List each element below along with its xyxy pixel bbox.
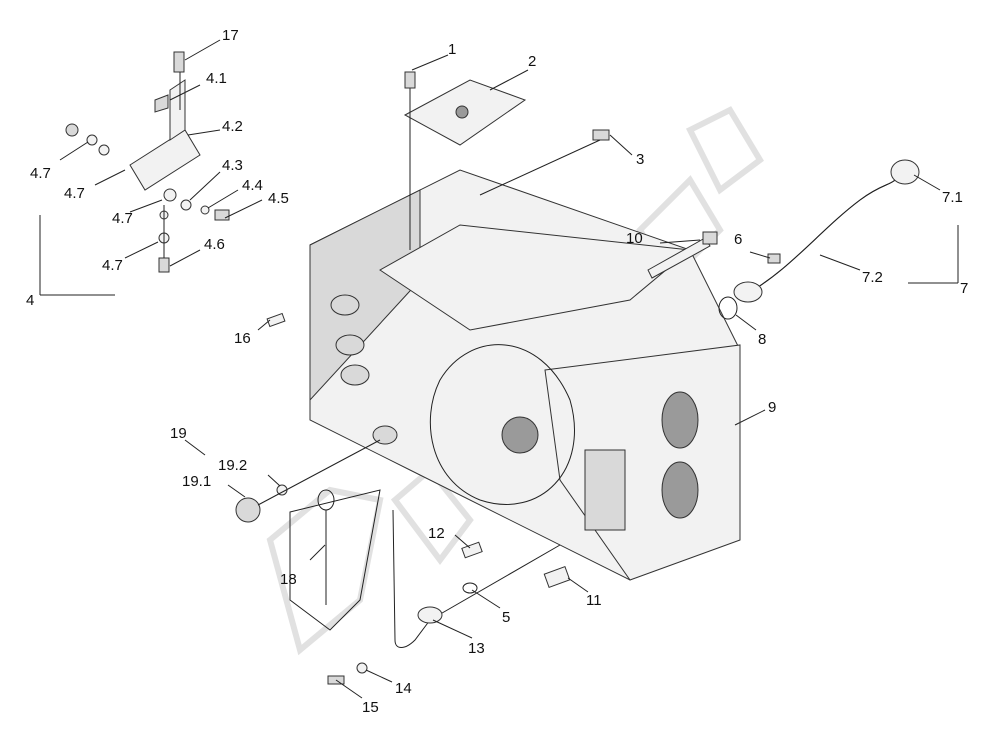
- long-bolt: [647, 237, 711, 279]
- label-3: 3: [636, 151, 644, 168]
- label-4-7d: 4.7: [102, 257, 123, 274]
- label-18: 18: [280, 571, 297, 588]
- label-4-6: 4.6: [204, 236, 225, 253]
- label-15: 15: [362, 699, 379, 716]
- label-4-7b: 4.7: [64, 185, 85, 202]
- cover-plate-hole: [455, 105, 469, 119]
- drain-tube: [392, 509, 431, 648]
- label-7: 7: [960, 280, 968, 297]
- pipe-flange: [733, 281, 763, 303]
- label-19-1: 19.1: [182, 473, 211, 490]
- label-12: 12: [428, 525, 445, 542]
- label-7-2: 7.2: [862, 269, 883, 286]
- label-4-5: 4.5: [268, 190, 289, 207]
- label-4-7c: 4.7: [112, 210, 133, 227]
- label-11: 11: [586, 592, 602, 609]
- label-5: 5: [502, 609, 510, 626]
- pipe-fitting: [890, 159, 920, 185]
- label-7-1: 7.1: [942, 189, 963, 206]
- plug: [235, 497, 261, 523]
- label-6: 6: [734, 231, 742, 248]
- pin-11: [543, 566, 571, 588]
- o-ring: [718, 296, 738, 320]
- label-4: 4: [26, 292, 34, 309]
- label-4-3: 4.3: [222, 157, 243, 174]
- label-4-7a: 4.7: [30, 165, 51, 182]
- bracket-assembly: [65, 51, 230, 273]
- pin-12: [461, 541, 483, 559]
- label-4-1: 4.1: [206, 70, 227, 87]
- label-16: 16: [234, 330, 251, 347]
- gearbox-housing: [309, 169, 741, 581]
- bolt-6: [767, 253, 781, 264]
- label-19: 19: [170, 425, 187, 442]
- washer-14: [356, 662, 368, 674]
- label-9: 9: [768, 399, 776, 416]
- label-17: 17: [222, 27, 239, 44]
- label-8: 8: [758, 331, 766, 348]
- label-1: 1: [448, 41, 456, 58]
- label-4-2: 4.2: [222, 118, 243, 135]
- bolt-1: [404, 71, 416, 89]
- label-2: 2: [528, 53, 536, 70]
- label-4-4: 4.4: [242, 177, 263, 194]
- label-19-2: 19.2: [218, 457, 247, 474]
- leader-lines: [39, 39, 959, 699]
- bolt-3: [592, 129, 610, 141]
- label-13: 13: [468, 640, 485, 657]
- label-14: 14: [395, 680, 412, 697]
- dipstick: [289, 489, 381, 631]
- pin-16: [266, 312, 286, 328]
- label-10: 10: [626, 230, 643, 247]
